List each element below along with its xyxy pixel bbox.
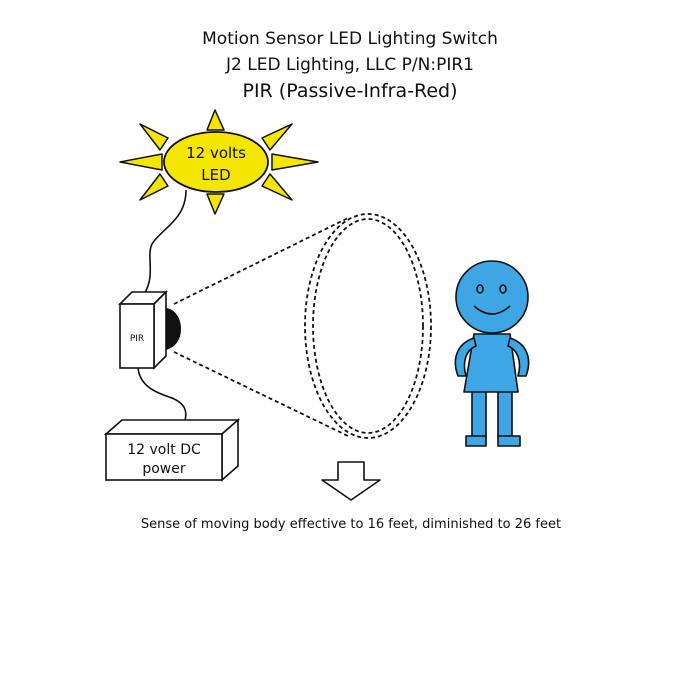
title-line-2: J2 LED Lighting, LLC P/N:PIR1 bbox=[225, 55, 474, 75]
pir-sensor: PIR bbox=[118, 290, 182, 370]
down-arrow-icon bbox=[321, 461, 381, 501]
sun-ray-top-right bbox=[261, 123, 293, 151]
power-label-2: power bbox=[142, 461, 186, 477]
power-supply bbox=[103, 418, 241, 482]
person-face bbox=[473, 284, 511, 315]
sun-ray-left bbox=[119, 153, 163, 171]
sun-ray-bottom-right bbox=[261, 173, 293, 201]
cone-ring-outer bbox=[304, 213, 432, 439]
pir-box-front bbox=[119, 303, 155, 369]
title-line-3: PIR (Passive-Infra-Red) bbox=[243, 80, 458, 102]
pir-box-side bbox=[153, 290, 167, 370]
sun-ray-bottom bbox=[206, 193, 225, 215]
sun-ray-right bbox=[271, 153, 319, 171]
power-box-front bbox=[105, 433, 223, 481]
sun-ray-top bbox=[206, 109, 225, 131]
person-body bbox=[463, 333, 519, 393]
person-smile bbox=[473, 305, 511, 315]
sun-ray-top-left bbox=[139, 123, 169, 151]
sun-ray-bottom-left bbox=[139, 173, 169, 201]
person-left-arm bbox=[454, 337, 477, 377]
detection-cone bbox=[173, 213, 432, 439]
pir-lens bbox=[166, 308, 182, 350]
person-left-foot bbox=[465, 435, 487, 447]
led-label-2: LED bbox=[201, 166, 230, 184]
person bbox=[454, 260, 530, 447]
cone-edge-top bbox=[173, 217, 349, 305]
cone-ring-inner bbox=[312, 218, 424, 434]
person-head bbox=[455, 260, 529, 334]
wire-led-to-pir bbox=[143, 189, 187, 295]
caption: Sense of moving body effective to 16 fee… bbox=[141, 517, 561, 532]
person-right-arm bbox=[507, 337, 530, 377]
led-sun bbox=[163, 131, 269, 193]
person-left-eye bbox=[476, 284, 484, 294]
led-label-1: 12 volts bbox=[186, 144, 246, 162]
wire-pir-to-power bbox=[137, 367, 187, 425]
cone-edge-bottom bbox=[173, 351, 349, 437]
pir-label: PIR bbox=[130, 334, 144, 344]
sun-rays bbox=[119, 109, 319, 215]
title-line-1: Motion Sensor LED Lighting Switch bbox=[202, 29, 498, 49]
power-box-top bbox=[103, 419, 241, 435]
power-label-1: 12 volt DC bbox=[127, 442, 201, 458]
person-right-foot bbox=[497, 435, 521, 447]
person-right-eye bbox=[499, 284, 507, 294]
